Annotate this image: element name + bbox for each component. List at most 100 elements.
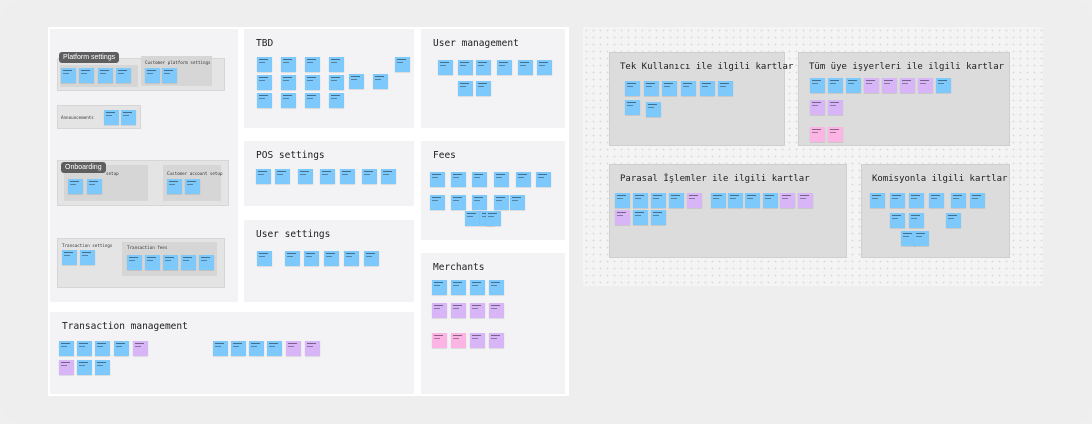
sticky-note[interactable] xyxy=(828,78,843,93)
sticky-note[interactable] xyxy=(828,100,843,115)
sticky-note[interactable] xyxy=(145,68,160,83)
sticky-note[interactable] xyxy=(430,172,445,187)
sticky-note[interactable] xyxy=(451,195,466,210)
sticky-note[interactable] xyxy=(711,193,726,208)
sticky-note[interactable] xyxy=(162,68,177,83)
sticky-note[interactable] xyxy=(145,255,160,270)
sticky-note[interactable] xyxy=(286,341,301,356)
onboarding-tag[interactable]: Onboarding xyxy=(61,162,106,173)
sticky-note[interactable] xyxy=(644,81,659,96)
sticky-note[interactable] xyxy=(780,193,795,208)
sticky-note[interactable] xyxy=(267,341,282,356)
sticky-note[interactable] xyxy=(828,127,843,142)
sticky-note[interactable] xyxy=(451,303,466,318)
sticky-note[interactable] xyxy=(914,231,929,246)
sticky-note[interactable] xyxy=(669,193,684,208)
right-board[interactable]: Tek Kullanıcı ile ilgili kartlar Tüm üye… xyxy=(583,27,1043,286)
section-user-management[interactable]: User management xyxy=(421,29,565,128)
sticky-note[interactable] xyxy=(432,333,447,348)
sticky-note[interactable] xyxy=(510,195,525,210)
sticky-note[interactable] xyxy=(59,341,74,356)
sticky-note[interactable] xyxy=(864,78,879,93)
sticky-note[interactable] xyxy=(909,193,924,208)
sticky-note[interactable] xyxy=(432,303,447,318)
sticky-note[interactable] xyxy=(951,193,966,208)
sticky-note[interactable] xyxy=(909,213,924,228)
sticky-note[interactable] xyxy=(470,280,485,295)
sticky-note[interactable] xyxy=(395,57,410,72)
sticky-note[interactable] xyxy=(80,250,95,265)
sticky-note[interactable] xyxy=(625,100,640,115)
sticky-note[interactable] xyxy=(364,251,379,266)
sticky-note[interactable] xyxy=(95,341,110,356)
sticky-note[interactable] xyxy=(77,341,92,356)
sticky-note[interactable] xyxy=(918,78,933,93)
sticky-note[interactable] xyxy=(810,100,825,115)
frame-tek-kullanici[interactable]: Tek Kullanıcı ile ilgili kartlar xyxy=(609,52,793,146)
sticky-note[interactable] xyxy=(127,255,142,270)
sticky-note[interactable] xyxy=(451,333,466,348)
sticky-note[interactable] xyxy=(458,60,473,75)
sticky-note[interactable] xyxy=(340,169,355,184)
sticky-note[interactable] xyxy=(489,280,504,295)
sticky-note[interactable] xyxy=(121,110,136,125)
sticky-note[interactable] xyxy=(494,195,509,210)
sticky-note[interactable] xyxy=(615,210,630,225)
sticky-note[interactable] xyxy=(324,251,339,266)
sticky-note[interactable] xyxy=(700,81,715,96)
sticky-note[interactable] xyxy=(362,169,377,184)
sticky-note[interactable] xyxy=(633,193,648,208)
sticky-note[interactable] xyxy=(633,210,648,225)
sticky-note[interactable] xyxy=(882,78,897,93)
sticky-note[interactable] xyxy=(970,193,985,208)
sticky-note[interactable] xyxy=(257,251,272,266)
sticky-note[interactable] xyxy=(497,60,512,75)
sticky-note[interactable] xyxy=(662,81,677,96)
sticky-note[interactable] xyxy=(465,211,480,226)
sticky-note[interactable] xyxy=(68,179,83,194)
sticky-note[interactable] xyxy=(516,172,531,187)
sticky-note[interactable] xyxy=(79,68,94,83)
sticky-note[interactable] xyxy=(472,195,487,210)
sticky-note[interactable] xyxy=(646,102,661,117)
sticky-note[interactable] xyxy=(249,341,264,356)
sticky-note[interactable] xyxy=(651,193,666,208)
sticky-note[interactable] xyxy=(381,169,396,184)
sticky-note[interactable] xyxy=(681,81,696,96)
sticky-note[interactable] xyxy=(116,68,131,83)
sticky-note[interactable] xyxy=(432,280,447,295)
sticky-note[interactable] xyxy=(344,251,359,266)
sticky-note[interactable] xyxy=(167,179,182,194)
sticky-note[interactable] xyxy=(329,75,344,90)
sticky-note[interactable] xyxy=(718,81,733,96)
sticky-note[interactable] xyxy=(62,250,77,265)
sticky-note[interactable] xyxy=(329,57,344,72)
sticky-note[interactable] xyxy=(870,193,885,208)
sticky-note[interactable] xyxy=(281,93,296,108)
sticky-note[interactable] xyxy=(946,213,961,228)
frame-komisyon[interactable]: Komisyonla ilgili kartlar xyxy=(861,164,1010,258)
sticky-note[interactable] xyxy=(890,213,905,228)
sticky-note[interactable] xyxy=(763,193,778,208)
sticky-note[interactable] xyxy=(458,81,473,96)
sticky-note[interactable] xyxy=(95,360,110,375)
sticky-note[interactable] xyxy=(329,93,344,108)
sticky-note[interactable] xyxy=(298,169,313,184)
sticky-note[interactable] xyxy=(59,360,74,375)
sticky-note[interactable] xyxy=(87,179,102,194)
sticky-note[interactable] xyxy=(213,341,228,356)
sticky-note[interactable] xyxy=(615,193,630,208)
sticky-note[interactable] xyxy=(285,251,300,266)
sticky-note[interactable] xyxy=(114,341,129,356)
sticky-note[interactable] xyxy=(651,210,666,225)
sticky-note[interactable] xyxy=(98,68,113,83)
sticky-note[interactable] xyxy=(257,93,272,108)
sticky-note[interactable] xyxy=(470,303,485,318)
sticky-note[interactable] xyxy=(536,172,551,187)
sticky-note[interactable] xyxy=(257,75,272,90)
sticky-note[interactable] xyxy=(936,78,951,93)
sticky-note[interactable] xyxy=(320,169,335,184)
sticky-note[interactable] xyxy=(349,74,364,89)
platform-settings-tag[interactable]: Platform settings xyxy=(59,52,120,63)
